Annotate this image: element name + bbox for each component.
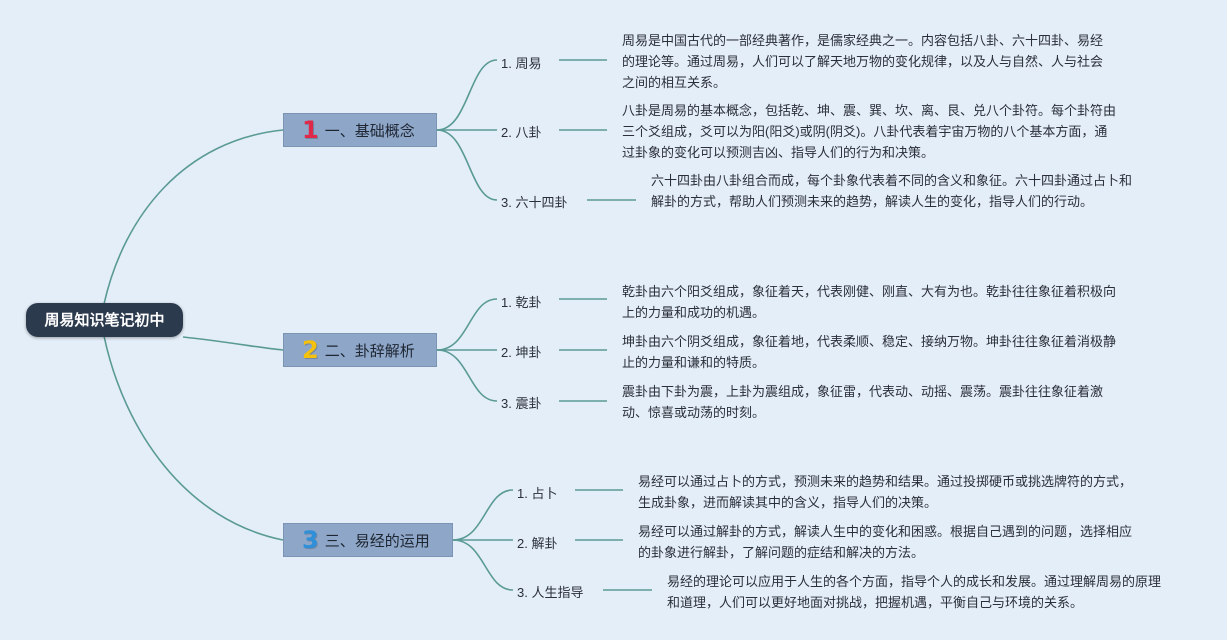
leaf-node-qian[interactable]: 1. 乾卦	[501, 295, 542, 310]
leaf-node-kun[interactable]: 2. 坤卦	[501, 345, 542, 360]
number-3-icon: 3	[302, 526, 319, 554]
branch-label: 二、卦辞解析	[324, 341, 415, 360]
branch-node-applications[interactable]: 3 三、易经的运用	[283, 523, 453, 557]
leaf-node-zhouyi[interactable]: 1. 周易	[501, 56, 542, 71]
leaf-desc-zhouyi: 周易是中国古代的一部经典著作，是儒家经典之一。内容包括八卦、六十四卦、易经的理论…	[622, 33, 1104, 90]
branch-node-hexagram-analysis[interactable]: 2 二、卦辞解析	[283, 333, 437, 367]
leaf-node-zhen[interactable]: 3. 震卦	[501, 396, 542, 411]
connector-root-branch-2	[182, 336, 284, 351]
number-2-icon: 2	[302, 336, 319, 364]
number-1-icon: 1	[302, 116, 319, 144]
root-node[interactable]: 周易知识笔记初中	[26, 303, 183, 337]
leaf-desc-divination: 易经可以通过占卜的方式，预测未来的趋势和结果。通过投掷硬币或挑选牌符的方式，生成…	[638, 474, 1133, 510]
connector-branch-1-leaf-1	[436, 59, 498, 131]
connector-root-branch-1	[103, 129, 284, 305]
connector-branch-3-leaf-3	[452, 539, 514, 591]
leaf-node-interpretation[interactable]: 2. 解卦	[517, 536, 558, 551]
leaf-desc-kun: 坤卦由六个阴爻组成，象征着地，代表柔顺、稳定、接纳万物。坤卦往往象征着消极静止的…	[622, 334, 1117, 370]
connector-branch-2-leaf-1	[436, 298, 498, 351]
leaf-desc-interpretation: 易经可以通过解卦的方式，解读人生中的变化和困惑。根据自己遇到的问题，选择相应的卦…	[638, 524, 1133, 560]
branch-node-basic-concepts[interactable]: 1 一、基础概念	[283, 113, 437, 147]
leaf-node-bagua[interactable]: 2. 八卦	[501, 125, 542, 140]
leaf-desc-life-guidance: 易经的理论可以应用于人生的各个方面，指导个人的成长和发展。通过理解周易的原理和道…	[667, 574, 1162, 610]
leaf-desc-64-hexagrams: 六十四卦由八卦组合而成，每个卦象代表着不同的含义和象征。六十四卦通过占卜和解卦的…	[651, 173, 1133, 209]
branch-label: 一、基础概念	[324, 121, 415, 140]
leaf-node-divination[interactable]: 1. 占卜	[517, 486, 558, 501]
connector-branch-2-leaf-3	[436, 349, 498, 402]
leaf-node-life-guidance[interactable]: 3. 人生指导	[517, 585, 584, 600]
branch-label: 三、易经的运用	[324, 531, 430, 550]
connector-root-branch-3	[103, 335, 284, 541]
leaf-desc-qian: 乾卦由六个阳爻组成，象征着天，代表刚健、刚直、大有为也。乾卦往往象征着积极向上的…	[622, 284, 1117, 320]
leaf-desc-bagua: 八卦是周易的基本概念，包括乾、坤、震、巽、坎、离、艮、兑八个卦符。每个卦符由三个…	[622, 103, 1117, 160]
connector-branch-3-leaf-1	[452, 489, 514, 541]
connector-branch-1-leaf-3	[436, 129, 498, 201]
leaf-node-64-hexagrams[interactable]: 3. 六十四卦	[501, 195, 568, 210]
leaf-desc-zhen: 震卦由下卦为震，上卦为震组成，象征雷，代表动、动摇、震荡。震卦往往象征着激动、惊…	[622, 384, 1104, 420]
